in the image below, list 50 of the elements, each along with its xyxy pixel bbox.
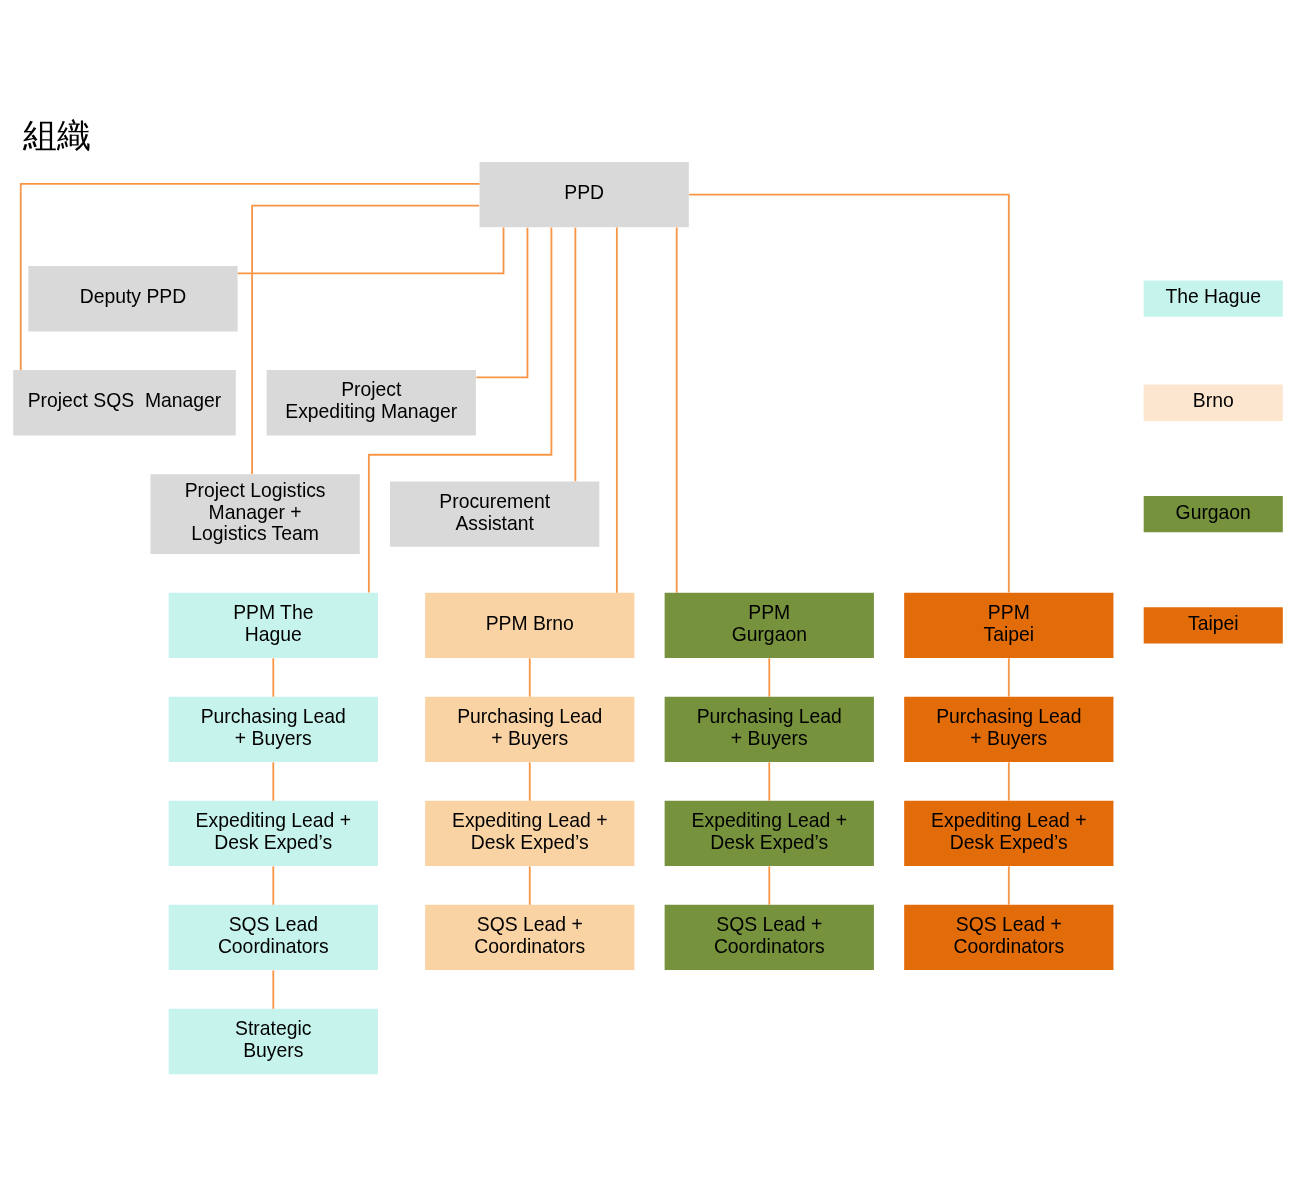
connector bbox=[1007, 761, 1010, 802]
node-box: Project SQS Manager bbox=[13, 370, 236, 436]
node-box: SQS Lead + Coordinators bbox=[425, 904, 635, 971]
node-box: SQS Lead Coordinators bbox=[168, 904, 378, 971]
node-box: Purchasing Lead + Buyers bbox=[425, 696, 635, 763]
node-box: PPM Brno bbox=[425, 592, 635, 658]
node-box: Expediting Lead + Desk Exped’s bbox=[425, 800, 635, 867]
node-box: Expediting Lead + Desk Exped’s bbox=[664, 800, 874, 867]
diagram-title: 組織 bbox=[22, 115, 91, 155]
node-box: Purchasing Lead + Buyers bbox=[904, 696, 1114, 763]
node-box: Expediting Lead + Desk Exped’s bbox=[168, 800, 378, 867]
node-box: Purchasing Lead + Buyers bbox=[168, 696, 378, 763]
connector bbox=[19, 182, 481, 371]
connector bbox=[528, 761, 531, 802]
node-box: Procurement Assistant bbox=[390, 481, 600, 547]
connector bbox=[688, 193, 1010, 594]
connector bbox=[367, 226, 553, 594]
node-box: Expediting Lead + Desk Exped’s bbox=[904, 800, 1114, 867]
connector bbox=[574, 226, 577, 483]
connector bbox=[272, 969, 275, 1010]
node-box: Strategic Buyers bbox=[168, 1008, 378, 1075]
connector bbox=[272, 657, 275, 698]
connector bbox=[768, 865, 771, 906]
connector bbox=[528, 865, 531, 906]
connector bbox=[251, 204, 481, 475]
legend-label: Taipei bbox=[1187, 611, 1239, 634]
connector bbox=[1007, 657, 1010, 698]
connector bbox=[675, 226, 678, 594]
node-box: SQS Lead + Coordinators bbox=[664, 904, 874, 971]
node-box: PPD bbox=[479, 162, 689, 228]
legend-label: Brno bbox=[1192, 389, 1234, 412]
connector bbox=[475, 226, 529, 379]
node-box: Project Expediting Manager bbox=[266, 370, 476, 436]
legend-label: Gurgaon bbox=[1175, 500, 1251, 523]
connector bbox=[528, 657, 531, 698]
connector bbox=[768, 657, 771, 698]
connector bbox=[615, 226, 618, 594]
connector bbox=[768, 761, 771, 802]
legend-label: The Hague bbox=[1165, 285, 1262, 308]
connector bbox=[272, 761, 275, 802]
node-box: Deputy PPD bbox=[28, 266, 238, 332]
connector bbox=[236, 226, 505, 275]
node-box: PPM Gurgaon bbox=[664, 592, 874, 658]
node-box: PPM The Hague bbox=[168, 592, 378, 658]
node-box: Purchasing Lead + Buyers bbox=[664, 696, 874, 763]
node-box: SQS Lead + Coordinators bbox=[904, 904, 1114, 971]
connector bbox=[1007, 865, 1010, 906]
connector bbox=[272, 865, 275, 906]
node-box: Project Logistics Manager + Logistics Team bbox=[150, 474, 360, 554]
node-box: PPM Taipei bbox=[904, 592, 1114, 658]
